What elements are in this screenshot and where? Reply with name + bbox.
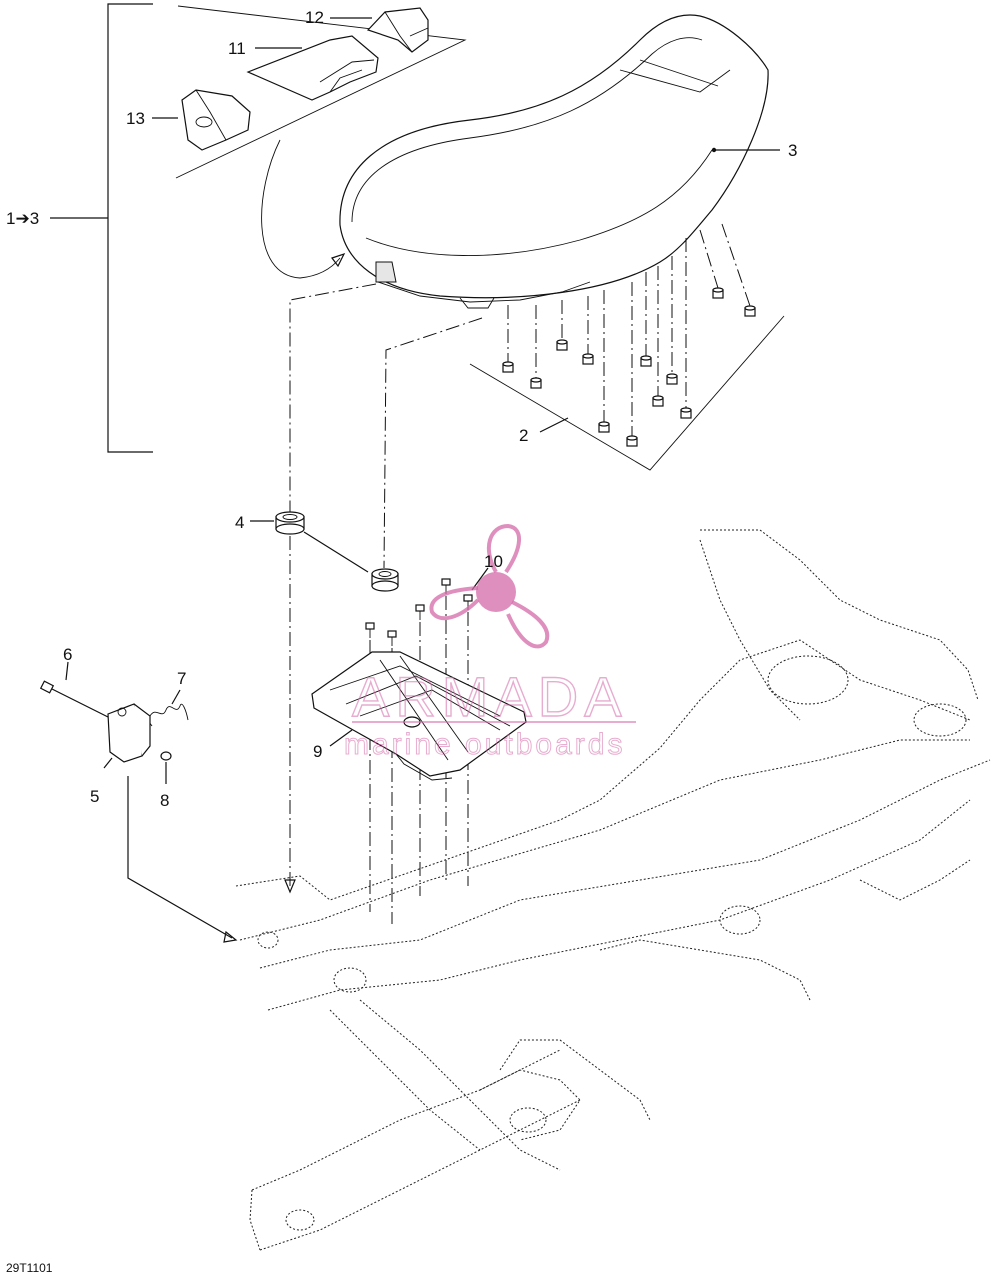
part-5-latch xyxy=(103,703,238,943)
vehicle-frame xyxy=(235,529,991,1251)
callout-2: 2 xyxy=(519,426,528,445)
watermark-tagline: marine outboards xyxy=(344,728,625,761)
stud-dash-lines xyxy=(507,223,751,436)
group-bracket xyxy=(50,3,153,453)
callout-1-3: 1➔3 xyxy=(6,209,39,228)
callout-10: 10 xyxy=(484,552,503,571)
part-8-nut xyxy=(160,751,172,784)
callout-3: 3 xyxy=(788,141,797,160)
part-2-stud-kit xyxy=(469,223,785,471)
callout-11: 11 xyxy=(228,39,246,58)
callout-9: 9 xyxy=(313,742,322,761)
callout-4: 4 xyxy=(235,513,244,532)
callout-5: 5 xyxy=(90,787,99,806)
part-6-bolt xyxy=(39,661,119,723)
callout-8: 8 xyxy=(160,791,169,810)
callout-13: 13 xyxy=(126,109,145,128)
armada-watermark: ARMADA marine outboards xyxy=(344,523,636,762)
part-11-seat-trim xyxy=(246,35,379,101)
part-13-seat-cover xyxy=(152,89,251,151)
part-3-seat xyxy=(339,14,780,309)
callout-12: 12 xyxy=(305,8,324,27)
part-7-spring xyxy=(145,689,189,727)
watermark-brand: ARMADA xyxy=(352,665,628,728)
seat-leader-lines xyxy=(284,283,483,894)
part-12-seat-cap xyxy=(330,7,429,53)
callout-6: 6 xyxy=(63,645,72,664)
callout-labels: 1➔3 2 3 4 5 6 7 8 9 10 11 12 13 29T1101 xyxy=(6,8,797,1275)
part-4-grommet xyxy=(250,511,399,592)
stud-fasteners xyxy=(502,287,756,447)
seat-cover-kit-panel xyxy=(175,5,467,279)
figure-code: 29T1101 xyxy=(6,1261,53,1275)
callout-7: 7 xyxy=(177,669,186,688)
